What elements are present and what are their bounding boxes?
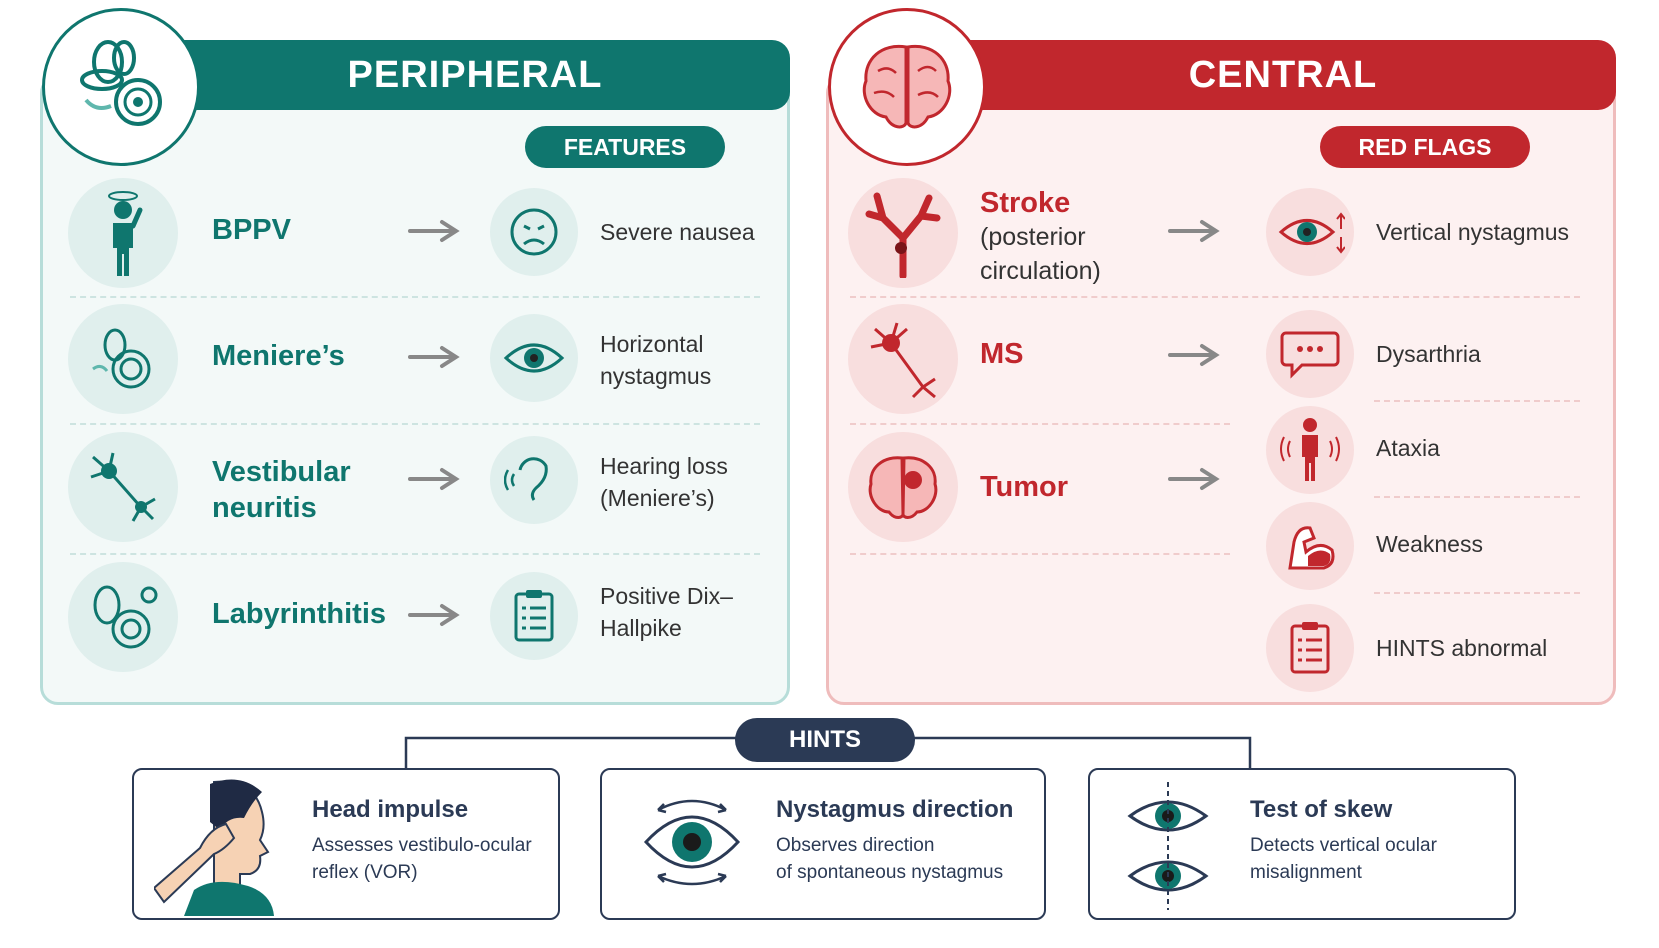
row-divider: [850, 423, 1230, 425]
red-flag-ataxia: Ataxia: [1376, 435, 1440, 461]
hints-title-head-impulse: Head impulse: [312, 796, 469, 823]
eye-icon: [503, 343, 565, 373]
inner-ear-emblem: [42, 8, 200, 166]
condition-labyrinthitis: Labyrinthitis: [212, 598, 387, 630]
condition-bppv: BPPV: [212, 214, 291, 246]
inner-ear-icon: [80, 40, 162, 126]
nausea-face-icon: [510, 208, 558, 256]
clipboard-icon: [1290, 622, 1330, 674]
row-divider: [70, 296, 760, 298]
central-banner: CENTRAL: [950, 40, 1616, 110]
hints-pill: HINTS: [735, 718, 915, 762]
features-label: FEATURES: [563, 133, 687, 160]
menieres-icon-circle: [68, 304, 178, 414]
feature-hearing-loss: Hearing loss (Meniere’s): [600, 453, 728, 511]
red-flags-label: RED FLAGS: [1358, 133, 1492, 160]
hints-card-test-of-skew: Test of skew Detects vertical ocular mis…: [1088, 768, 1516, 920]
feature-positive-dix-hallpike: Positive Dix–Hallpike: [600, 583, 733, 641]
ataxia-icon-circle: [1266, 406, 1354, 494]
ms-icon-circle: [848, 304, 958, 414]
dizzy-person-icon: [108, 191, 143, 276]
row-divider: [850, 296, 1580, 298]
skew-eyes-icon: [1127, 782, 1209, 910]
head-impulse-icon: [154, 779, 274, 916]
row-divider: [1374, 400, 1580, 402]
stroke-sublabel: (posterior circulation): [980, 223, 1101, 285]
hints-label: HINTS: [789, 726, 861, 753]
row-divider: [850, 553, 1230, 555]
red-flag-dysarthria: Dysarthria: [1376, 341, 1481, 367]
neuron-icon: [90, 452, 156, 522]
nausea-icon-circle: [490, 188, 578, 276]
row-divider: [1374, 592, 1580, 594]
vertical-eye-icon-circle: [1266, 188, 1354, 276]
hints-desc-nystagmus-direction-2: of spontaneous nystagmus: [776, 862, 1004, 883]
brain-icon: [862, 44, 952, 129]
arrow-right-icon: [408, 346, 460, 368]
arrow-right-icon: [1168, 344, 1220, 366]
hints-desc-head-impulse-1: Assesses vestibulo-ocular: [312, 835, 532, 856]
weakness-icon-circle: [1266, 502, 1354, 590]
red-flag-hints-abnormal: HINTS abnormal: [1376, 635, 1548, 661]
feature-severe-nausea: Severe nausea: [600, 219, 755, 245]
condition-stroke: Stroke (posterior circulation): [980, 186, 1130, 288]
condition-tumor: Tumor: [980, 471, 1069, 503]
labyrinthitis-icon-circle: [68, 562, 178, 672]
peripheral-banner: PERIPHERAL: [160, 40, 790, 110]
condition-menieres: Meniere’s: [212, 340, 345, 372]
central-title: CENTRAL: [1188, 53, 1378, 96]
ear-sound-icon: [504, 457, 548, 501]
hints-card-head-impulse: Head impulse Assesses vestibulo-ocular r…: [132, 768, 560, 920]
stroke-label: Stroke: [980, 187, 1071, 219]
condition-ms: MS: [980, 338, 1024, 370]
row-divider: [70, 423, 760, 425]
peripheral-title: PERIPHERAL: [347, 53, 603, 96]
feature-horizontal-nystagmus: Horizontal nystagmus: [600, 331, 712, 389]
hints-title-test-of-skew: Test of skew: [1250, 796, 1393, 823]
hints-desc-test-of-skew-2: misalignment: [1250, 862, 1362, 883]
hints-clipboard-icon-circle: [1266, 604, 1354, 692]
arrow-right-icon: [408, 220, 460, 242]
brain-emblem: [828, 8, 986, 166]
row-divider: [70, 553, 760, 555]
brain-tumor-icon: [868, 456, 938, 519]
arrow-right-icon: [408, 468, 460, 490]
hints-title-nystagmus-direction: Nystagmus direction: [776, 796, 1014, 823]
arrow-right-icon: [1168, 220, 1220, 242]
row-divider: [1374, 496, 1580, 498]
clipboard-icon: [514, 590, 554, 642]
red-flag-vertical-nystagmus: Vertical nystagmus: [1376, 219, 1570, 245]
condition-vestibular-neuritis: Vestibular neuritis: [212, 456, 351, 524]
nystagmus-eye-icon: [643, 799, 741, 886]
ear-icon-circle: [490, 436, 578, 524]
features-pill: FEATURES: [525, 126, 725, 168]
stroke-icon-circle: [848, 178, 958, 288]
clipboard-icon-circle: [490, 572, 578, 660]
unsteady-person-icon: [1280, 418, 1340, 481]
speech-icon-circle: [1266, 310, 1354, 398]
red-flag-weakness: Weakness: [1376, 531, 1483, 557]
neuritis-icon-circle: [68, 432, 178, 542]
neuron-icon: [870, 322, 936, 399]
blood-vessel-icon: [865, 192, 941, 278]
central-panel: [826, 75, 1616, 705]
hints-card-nystagmus-direction: Nystagmus direction Observes direction o…: [600, 768, 1046, 920]
hints-desc-head-impulse-2: reflex (VOR): [312, 862, 418, 883]
flexed-arm-icon: [1288, 526, 1335, 570]
arrow-right-icon: [1168, 468, 1220, 490]
hints-desc-nystagmus-direction-1: Observes direction: [776, 835, 935, 856]
vertical-nystagmus-eye-icon: [1278, 212, 1345, 254]
bppv-icon-circle: [68, 178, 178, 288]
labyrinth-icon: [93, 585, 158, 649]
tumor-icon-circle: [848, 432, 958, 542]
hints-desc-test-of-skew-1: Detects vertical ocular: [1250, 835, 1437, 856]
speech-bubble-icon: [1280, 331, 1340, 379]
arrow-right-icon: [408, 604, 460, 626]
eye-icon-circle: [490, 314, 578, 402]
red-flags-pill: RED FLAGS: [1320, 126, 1530, 168]
ear-canal-icon: [92, 328, 151, 389]
